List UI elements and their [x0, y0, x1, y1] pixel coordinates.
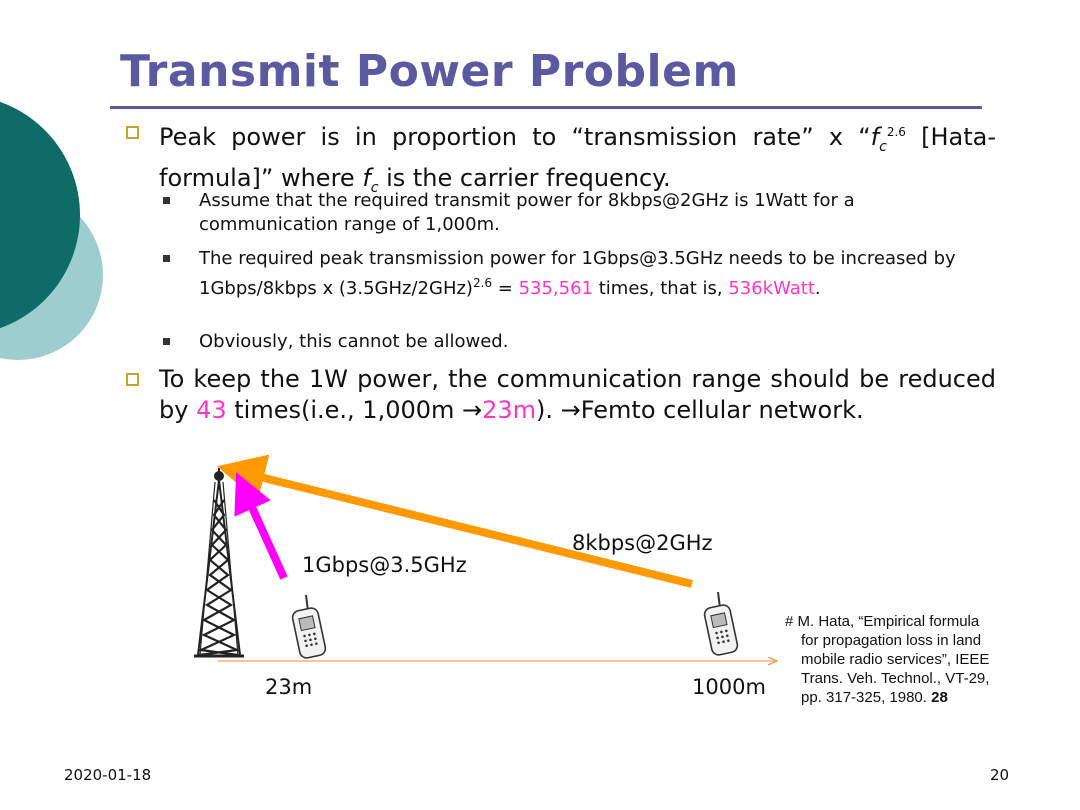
- highlight-range: 23m: [482, 396, 537, 424]
- small-square-bullet-icon: [163, 338, 170, 345]
- subbullet-text: The required peak transmission power for…: [199, 248, 956, 299]
- subbullet-assume: Assume that the required transmit power …: [163, 189, 993, 237]
- far-link-arrow: [216, 454, 693, 588]
- square-bullet-icon: [126, 126, 139, 139]
- mobile-phone-icon: [703, 591, 739, 656]
- decorative-circle-dark: [0, 101, 80, 329]
- small-square-bullet-icon: [163, 255, 170, 262]
- highlight-power: 536kWatt: [728, 278, 815, 299]
- bullet-keep-power: To keep the 1W power, the communication …: [126, 364, 996, 426]
- subbullet-obviously: Obviously, this cannot be allowed.: [163, 330, 993, 354]
- highlight-ratio: 535,561: [518, 278, 594, 299]
- square-bullet-icon: [126, 373, 139, 386]
- bullet-text: To keep the 1W power, the communication …: [159, 365, 996, 424]
- reference-last-line: pp. 317-325, 1980. 28: [801, 689, 948, 706]
- far-link-label: 8kbps@2GHz: [572, 531, 713, 555]
- subbullet-required-power: The required peak transmission power for…: [163, 247, 993, 301]
- footer-page-number: 20: [990, 766, 1010, 784]
- near-link-label: 1Gbps@3.5GHz: [302, 553, 467, 577]
- bullet-text: Peak power is in proportion to “transmis…: [159, 123, 996, 196]
- decorative-circles: [0, 101, 103, 360]
- near-distance-label: 23m: [265, 675, 312, 699]
- mobile-phone-icon: [291, 594, 327, 659]
- reference-note: # M. Hata, “Empirical formula for propag…: [785, 612, 1045, 707]
- reference-page-number: 28: [931, 689, 948, 706]
- title-underline: [110, 106, 982, 109]
- near-link-arrow: [234, 472, 288, 580]
- highlight-factor: 43: [196, 396, 227, 424]
- footer-date: 2020-01-18: [64, 766, 152, 784]
- far-distance-label: 1000m: [692, 675, 766, 699]
- slide-title: Transmit Power Problem: [120, 46, 739, 97]
- bullet-peak-power: Peak power is in proportion to “transmis…: [126, 117, 996, 204]
- small-square-bullet-icon: [163, 197, 170, 204]
- cell-tower-icon: [194, 468, 244, 658]
